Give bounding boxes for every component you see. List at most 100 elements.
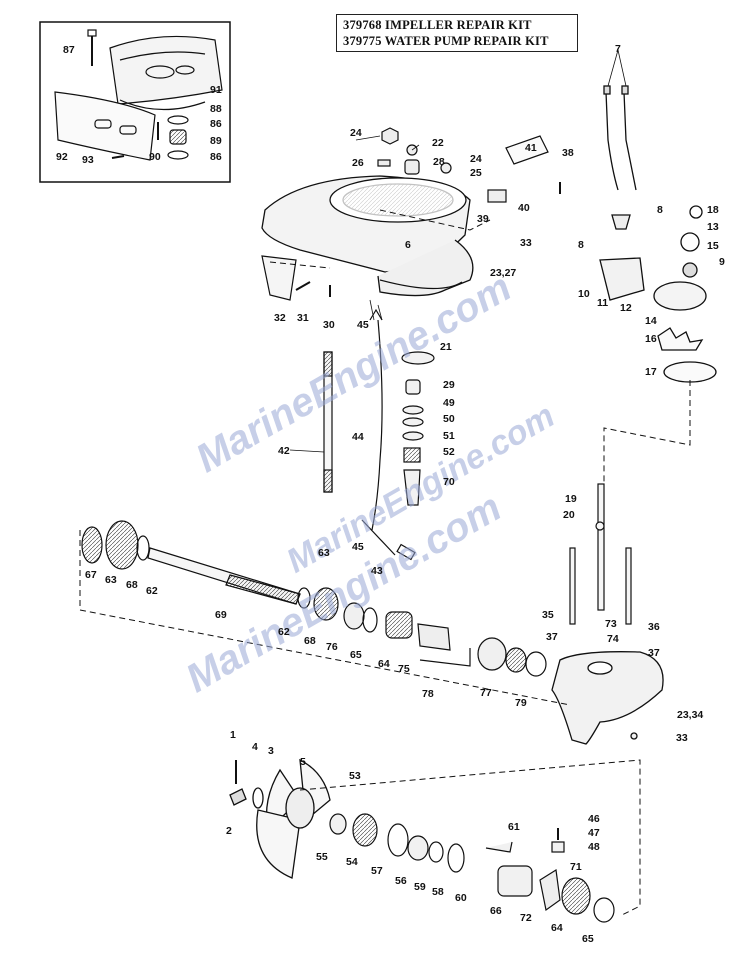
callout: 65 xyxy=(582,933,594,945)
callout: 63 xyxy=(318,547,330,559)
callout: 64 xyxy=(551,922,563,934)
callout: 20 xyxy=(563,509,575,521)
callout: 46 xyxy=(588,813,600,825)
water-pump-assembly xyxy=(599,85,717,383)
callout: 51 xyxy=(443,430,455,442)
callout: 70 xyxy=(443,476,455,488)
callout: 63 xyxy=(105,574,117,586)
callout: 3 xyxy=(268,745,274,757)
callout: 91 xyxy=(210,84,222,96)
callout: 54 xyxy=(346,856,358,868)
callout: 32 xyxy=(274,312,286,324)
callout: 90 xyxy=(149,151,161,163)
callout: 17 xyxy=(645,366,657,378)
callout: 67 xyxy=(85,569,97,581)
callout: 15 xyxy=(707,240,719,252)
callout: 72 xyxy=(520,912,532,924)
callout: 36 xyxy=(648,621,660,633)
callout: 47 xyxy=(588,827,600,839)
callout: 12 xyxy=(620,302,632,314)
callout: 71 xyxy=(570,861,582,873)
callout: 37 xyxy=(546,631,558,643)
exhaust-housing xyxy=(261,175,474,297)
housing-small-parts xyxy=(377,127,561,203)
callout: 30 xyxy=(323,319,335,331)
water-pump-kit-label: 379775 WATER PUMP REPAIR KIT xyxy=(343,34,549,48)
callout: 21 xyxy=(440,341,452,353)
callout: 68 xyxy=(126,579,138,591)
callout: 56 xyxy=(395,875,407,887)
callout: 31 xyxy=(297,312,309,324)
callout: 33 xyxy=(520,237,532,249)
shift-rods xyxy=(569,483,632,625)
callout: 10 xyxy=(578,288,590,300)
callout: 89 xyxy=(210,135,222,147)
callout: 38 xyxy=(562,147,574,159)
callout: 50 xyxy=(443,413,455,425)
propeller xyxy=(229,758,331,879)
callout: 66 xyxy=(490,905,502,917)
callout: 9 xyxy=(719,256,725,268)
callout: 43 xyxy=(371,565,383,577)
callout: 28 xyxy=(433,156,445,168)
callout: 13 xyxy=(707,221,719,233)
callout: 33 xyxy=(676,732,688,744)
callout: 23,27 xyxy=(490,267,517,279)
reference-lines xyxy=(79,209,691,917)
callout: 62 xyxy=(146,585,158,597)
callout: 76 xyxy=(326,641,338,653)
callout: 6 xyxy=(405,239,411,251)
callout: 44 xyxy=(352,431,364,443)
bearing-carrier-assembly xyxy=(329,813,615,923)
callout: 61 xyxy=(508,821,520,833)
callout: 69 xyxy=(215,609,227,621)
callout: 8 xyxy=(578,239,584,251)
callout: 60 xyxy=(455,892,467,904)
repair-kit-label-box: 379768 IMPELLER REPAIR KIT 379775 WATER … xyxy=(336,14,578,52)
callout: 78 xyxy=(422,688,434,700)
callout: 19 xyxy=(565,493,577,505)
callout: 52 xyxy=(443,446,455,458)
callout: 2 xyxy=(226,825,232,837)
callout: 5 xyxy=(300,756,306,768)
callout: 75 xyxy=(398,663,410,675)
mounting-plate xyxy=(261,255,331,301)
callout: 87 xyxy=(63,44,75,56)
callout: 25 xyxy=(470,167,482,179)
callout: 37 xyxy=(648,647,660,659)
driveshaft xyxy=(323,351,333,493)
shift-cable xyxy=(361,308,416,561)
callout: 64 xyxy=(378,658,390,670)
callout: 7 xyxy=(615,43,621,55)
propeller-shaft xyxy=(147,547,301,605)
callout: 35 xyxy=(542,609,554,621)
callout: 14 xyxy=(645,315,657,327)
callout: 39 xyxy=(477,213,489,225)
callout: 24 xyxy=(470,153,482,165)
callout: 11 xyxy=(597,297,609,309)
callout: 23,34 xyxy=(677,709,704,721)
callout: 79 xyxy=(515,697,527,709)
leader-lines xyxy=(289,49,627,453)
callout: 68 xyxy=(304,635,316,647)
callout: 26 xyxy=(352,157,364,169)
callout: 1 xyxy=(230,729,236,741)
callout: 58 xyxy=(432,886,444,898)
gearcase-cover-inset xyxy=(39,21,231,183)
callout: 74 xyxy=(607,633,619,645)
callout: 29 xyxy=(443,379,455,391)
callout: 86 xyxy=(210,118,222,130)
callout: 45 xyxy=(352,541,364,553)
callout: 41 xyxy=(525,142,537,154)
callout: 93 xyxy=(82,154,94,166)
callout: 18 xyxy=(707,204,719,216)
callout: 24 xyxy=(350,127,362,139)
callout: 22 xyxy=(432,137,444,149)
callout: 65 xyxy=(350,649,362,661)
callout: 57 xyxy=(371,865,383,877)
impeller-kit-label: 379768 IMPELLER REPAIR KIT xyxy=(343,18,532,32)
callout: 53 xyxy=(349,770,361,782)
callout: 92 xyxy=(56,151,68,163)
callout: 77 xyxy=(480,687,492,699)
